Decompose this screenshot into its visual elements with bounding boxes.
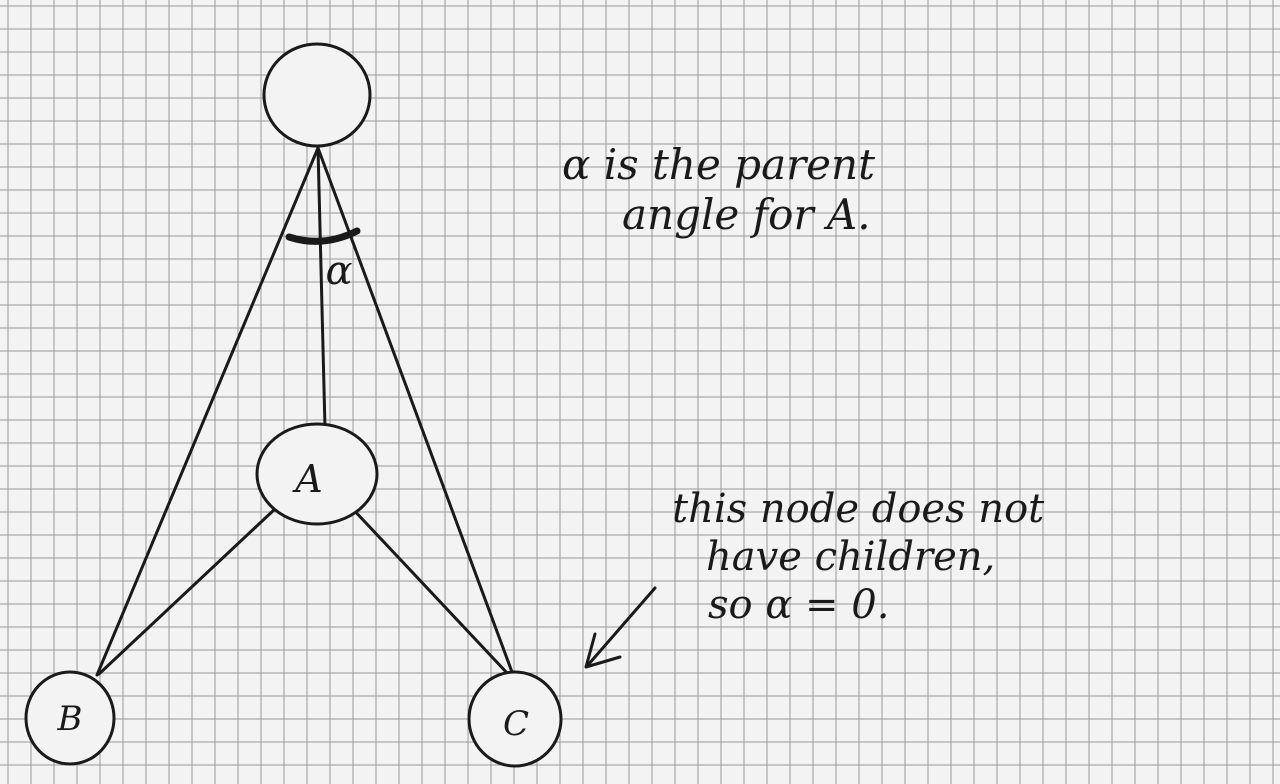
node-a-label: A (292, 457, 322, 501)
note-parent-angle-line-2: angle for A. (622, 190, 871, 240)
node-a (255, 422, 379, 526)
edge-root-c (316, 146, 514, 674)
edge-a-b (97, 506, 278, 676)
note-no-children-line-2: have children, (706, 534, 996, 580)
edge-root-b (95, 146, 320, 677)
note-parent-angle-line-1: α is the parent (562, 140, 875, 189)
note-no-children-line-3: so α = 0. (708, 582, 890, 628)
angle-label: α (325, 248, 352, 294)
nodes (24, 42, 563, 768)
arrow-icon (584, 586, 657, 669)
node-root (262, 42, 372, 148)
node-c (467, 670, 563, 768)
edge-a-c (348, 504, 510, 676)
edge-root-a (316, 146, 327, 430)
note-parent-angle: α is the parent angle for A. (562, 140, 875, 241)
angle-arc (285, 227, 361, 245)
edges (95, 146, 514, 677)
node-c-label: C (503, 704, 529, 744)
node-b (24, 670, 116, 766)
node-b-label: B (57, 699, 83, 739)
note-no-children: this node does not have children, so α =… (672, 485, 1044, 629)
note-no-children-line-1: this node does not (672, 486, 1045, 532)
